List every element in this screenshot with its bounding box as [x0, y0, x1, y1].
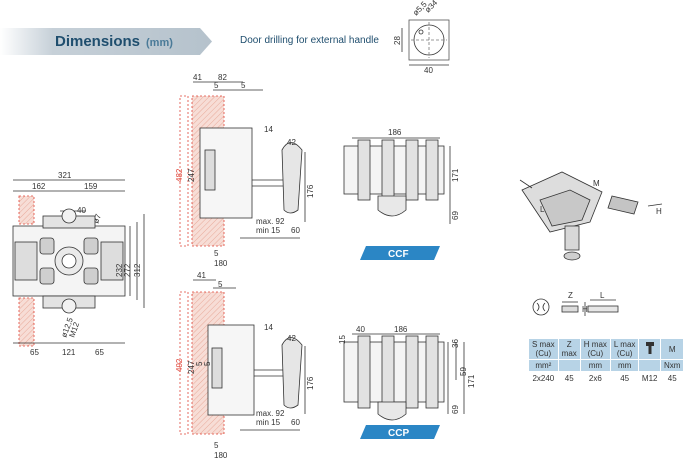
front-dim-b1: 65: [30, 348, 39, 357]
unit-m: Nxm: [659, 359, 685, 372]
ccf-dim-b180: 180: [214, 259, 228, 268]
front-dim-h1: 232: [115, 263, 124, 277]
drill-dim-d2: ø34: [423, 0, 440, 14]
ccp-top-w: 186: [394, 325, 408, 334]
terminal-label-l: L: [540, 205, 545, 214]
cell-m: 45: [667, 374, 677, 383]
ccp-dim-handle: 42: [287, 334, 296, 343]
front-dim-h3: 312: [133, 263, 142, 277]
ccf-top-h171: 171: [451, 168, 460, 182]
ccf-dim-body: 247: [187, 168, 196, 182]
front-dim-left: 162: [32, 182, 46, 191]
front-dim-total: 321: [58, 171, 72, 180]
front-dim-h2: 272: [123, 263, 132, 277]
cell-torque: M12: [641, 374, 658, 383]
page-title: Dimensions: [55, 33, 141, 50]
ccp-dim-h: 176: [306, 376, 315, 390]
cell-z: 45: [564, 374, 574, 383]
col-h-max: H max(Cu): [579, 338, 611, 360]
front-dim-right: 159: [84, 182, 98, 191]
ccp-dim-red: 492: [175, 358, 184, 372]
ccp-top-h171: 171: [467, 374, 476, 388]
cable-symbols: [532, 298, 619, 316]
ccf-dim-sq: 14: [264, 125, 273, 134]
ccp-dim-body: 247: [187, 360, 196, 374]
front-dim-b2: 121: [62, 348, 76, 357]
ccf-dim-max: max. 92: [256, 217, 285, 226]
unit-h: mm: [579, 359, 611, 372]
terminal-iso-figure: [519, 171, 663, 261]
ccf-tag-label: CCF: [388, 249, 409, 260]
ccp-top-figure: [343, 333, 465, 421]
unit-s: mm²: [528, 359, 559, 372]
front-dim-mid: 40: [77, 206, 86, 215]
symbol-label-h: H: [582, 305, 588, 314]
ccf-top-w: 186: [388, 128, 402, 137]
col-m: M: [659, 338, 685, 360]
ccf-dim-handle: 42: [287, 138, 296, 147]
col-l-max: L max(Cu): [609, 338, 640, 360]
ccf-dim-w60: 60: [291, 226, 300, 235]
cell-s: 2x240: [532, 374, 555, 383]
door-drilling-figure: [401, 19, 450, 66]
ccp-top-h59: 59: [459, 367, 468, 376]
ccp-dim-w60: 60: [291, 418, 300, 427]
cell-h: 2x6: [588, 374, 602, 383]
ccf-dim-sub2: 5: [241, 81, 246, 90]
drill-dim-height: 28: [393, 36, 402, 45]
ccf-top-h69: 69: [451, 211, 460, 220]
ccp-tag-label: CCP: [388, 428, 409, 439]
ccp-top-t15: 15: [338, 335, 347, 344]
ccf-dim-b5: 5: [214, 249, 219, 258]
terminal-label-h: H: [656, 207, 662, 216]
front-dim-b3: 65: [95, 348, 104, 357]
unit-z: [557, 359, 581, 372]
ccp-top-h69: 69: [451, 405, 460, 414]
ccp-dim-max: max. 92: [256, 409, 285, 418]
ccp-top-h36: 36: [451, 339, 460, 348]
front-dim-hole: ø7: [91, 212, 103, 224]
ccp-side-figure: [179, 279, 306, 435]
ccp-dim-b5: 5: [214, 441, 219, 450]
unit-torque: [638, 359, 661, 372]
ccf-dim-h: 176: [306, 184, 315, 198]
table-row: 2x240 45 2x6 45 M12 45: [529, 372, 684, 386]
ccp-dim-s5b: 5: [203, 361, 212, 366]
front-view-figure: [12, 179, 145, 347]
ccp-tag: [360, 425, 440, 439]
torque-icon: [638, 338, 661, 360]
ccp-dim-top1: 41: [197, 271, 206, 280]
ccf-dim-red: 482: [175, 168, 184, 182]
drill-dim-width: 40: [424, 66, 433, 75]
ccf-tag: [360, 246, 440, 260]
ccf-dim-sub1: 5: [214, 81, 219, 90]
ccp-dim-sub1: 5: [218, 280, 223, 289]
ccp-dim-s5a: 5: [195, 361, 204, 366]
col-s-max: S max(Cu): [528, 338, 559, 360]
ccf-side-figure: [179, 81, 306, 247]
symbol-label-z: Z: [568, 291, 573, 300]
ccp-dim-b180: 180: [214, 451, 228, 460]
ccf-dim-min: min 15: [256, 226, 281, 235]
ccp-dim-min: min 15: [256, 418, 281, 427]
page-unit: (mm): [146, 37, 173, 49]
ccf-dim-top2: 82: [218, 73, 227, 82]
symbol-label-l: L: [600, 291, 605, 300]
unit-l: mm: [609, 359, 640, 372]
dimensions-banner: [0, 28, 212, 55]
terminal-label-m: M: [593, 179, 600, 188]
cell-l: 45: [620, 374, 630, 383]
ccp-top-t40: 40: [356, 325, 365, 334]
ccp-dim-sq: 14: [264, 323, 273, 332]
ccf-top-figure: [343, 137, 451, 224]
drilling-caption: Door drilling for external handle: [240, 35, 379, 46]
ccf-dim-top1: 41: [193, 73, 202, 82]
